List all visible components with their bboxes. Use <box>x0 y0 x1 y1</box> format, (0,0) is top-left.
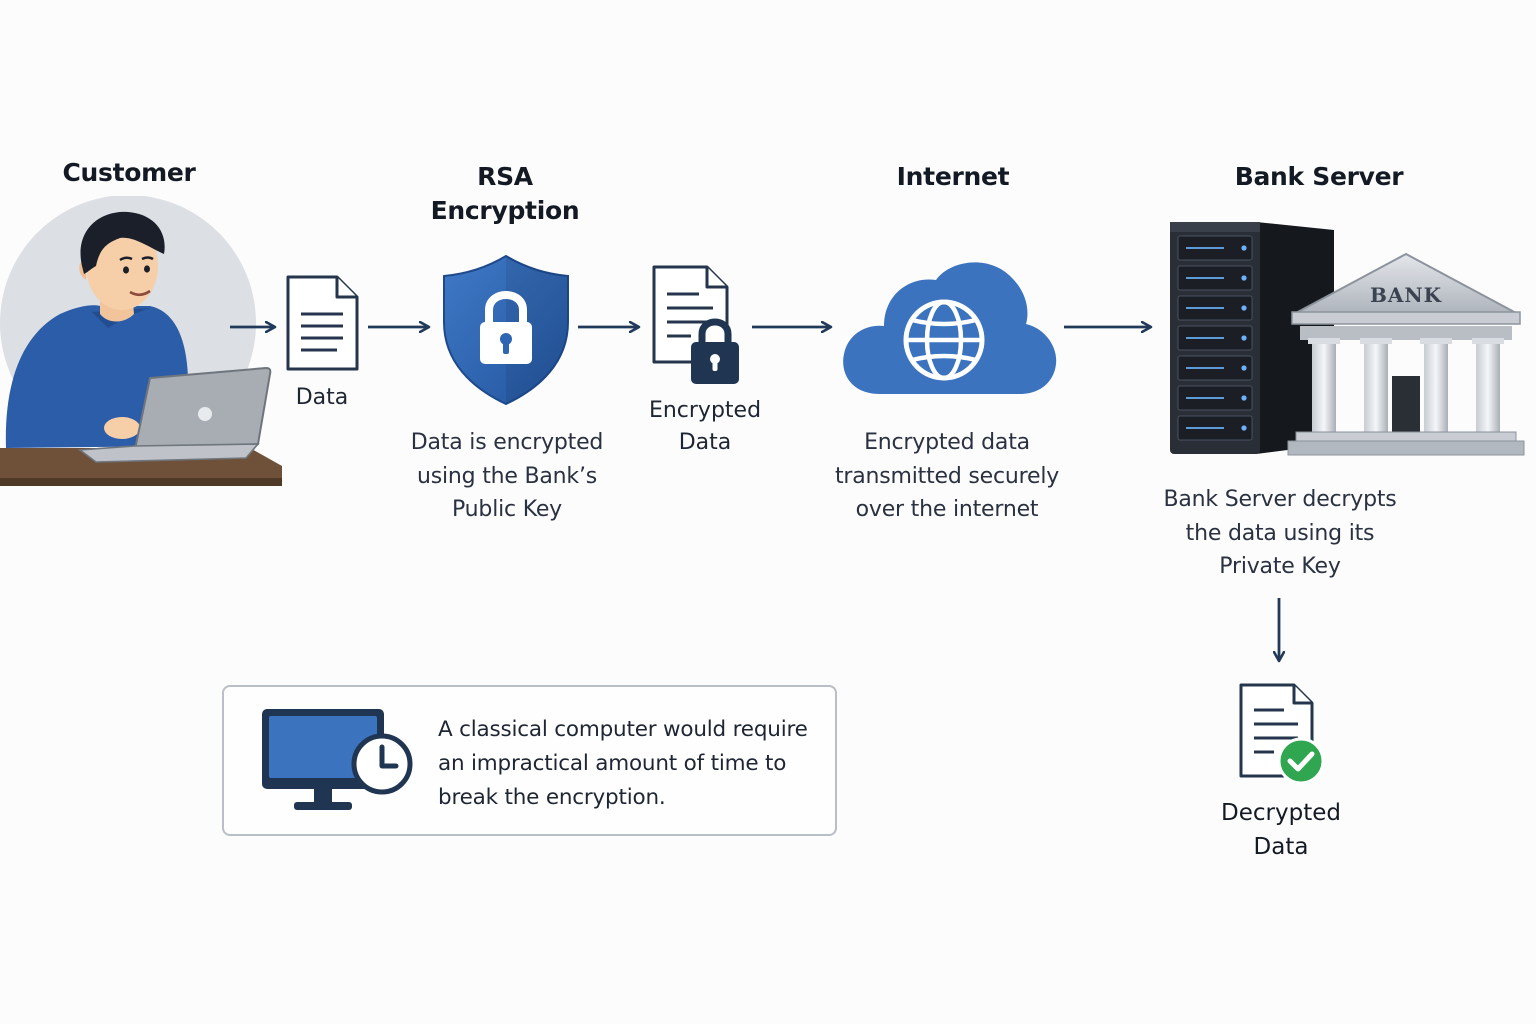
computer-monitor-icon <box>260 707 420 815</box>
note-text: A classical computer would require an im… <box>438 717 808 810</box>
internet-caption: Encrypted data transmitted securely over… <box>834 430 1060 522</box>
customer-title: Customer <box>62 158 196 187</box>
customer-illustration <box>0 196 290 492</box>
bank-caption: Bank Server decrypts the data using its … <box>1163 487 1397 579</box>
data-label: Data <box>295 385 349 410</box>
check-badge-icon <box>1277 737 1325 785</box>
decrypted-data-label: Decrypted Data <box>1221 800 1341 860</box>
rsa-encryption-title: RSA Encryption <box>430 162 580 225</box>
data-document-icon <box>285 274 361 372</box>
customer-hair <box>80 211 165 274</box>
bank-door <box>1392 376 1420 432</box>
internet-title: Internet <box>896 162 1010 191</box>
laptop-base <box>77 443 260 463</box>
decrypted-document-icon <box>1238 682 1328 786</box>
bank-sign: BANK <box>1369 283 1443 307</box>
encrypted-document-icon <box>651 264 743 388</box>
bank-server-title: Bank Server <box>1234 162 1404 191</box>
shield-lock-icon <box>440 254 572 406</box>
rsa-caption: Data is encrypted using the Bank’s Publi… <box>410 430 604 522</box>
server-slots <box>1177 235 1253 441</box>
internet-cloud-icon <box>840 254 1060 398</box>
bank-building-icon <box>1284 250 1528 460</box>
bank-columns <box>1308 338 1504 432</box>
laptop-logo <box>198 407 212 421</box>
encrypted-data-label: Encrypted Data <box>648 398 762 455</box>
classical-computer-note: A classical computer would require an im… <box>222 685 837 836</box>
customer-hand <box>104 417 140 439</box>
